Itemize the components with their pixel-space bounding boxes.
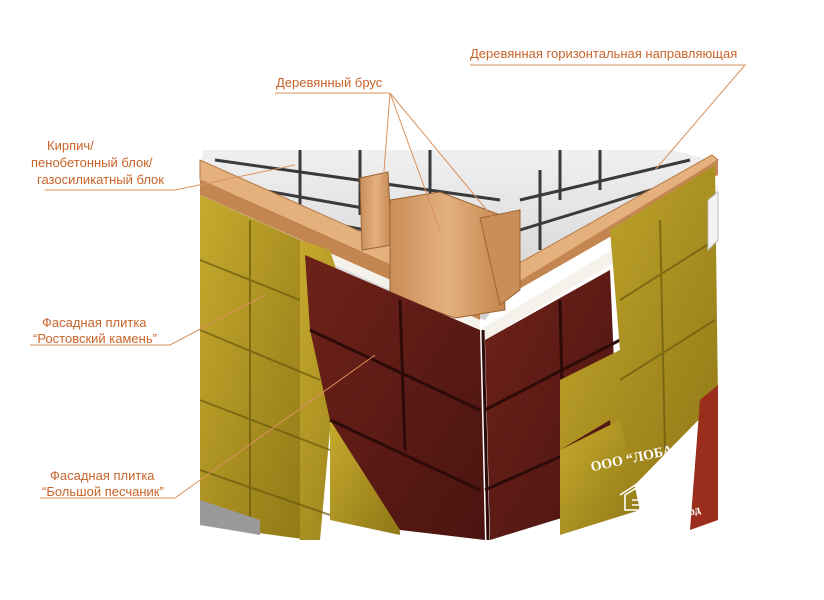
label-horizontal-guide: Деревянная горизонтальная направляющая [470,46,738,61]
label-timber-beam: Деревянный брус [276,75,383,90]
label-rostov-line1: Фасадная плитка [42,315,147,330]
leader-lines [30,64,747,499]
label-brick-line3: газосиликатный блок [37,172,164,187]
timber-beams [359,171,521,319]
logo-roof-icon [619,477,673,511]
right-sandstone-tiles [560,165,719,535]
label-brick-line2: пенобетонный блок/ [31,155,153,170]
label-sandstone-line1: Фасадная плитка [50,468,155,483]
label-sandstone-line2: “Большой песчаник” [42,484,164,499]
label-brick-line1: Кирпич/ [47,138,94,153]
label-rostov-line2: “Ростовский камень” [33,331,157,346]
company-logo [619,477,673,511]
